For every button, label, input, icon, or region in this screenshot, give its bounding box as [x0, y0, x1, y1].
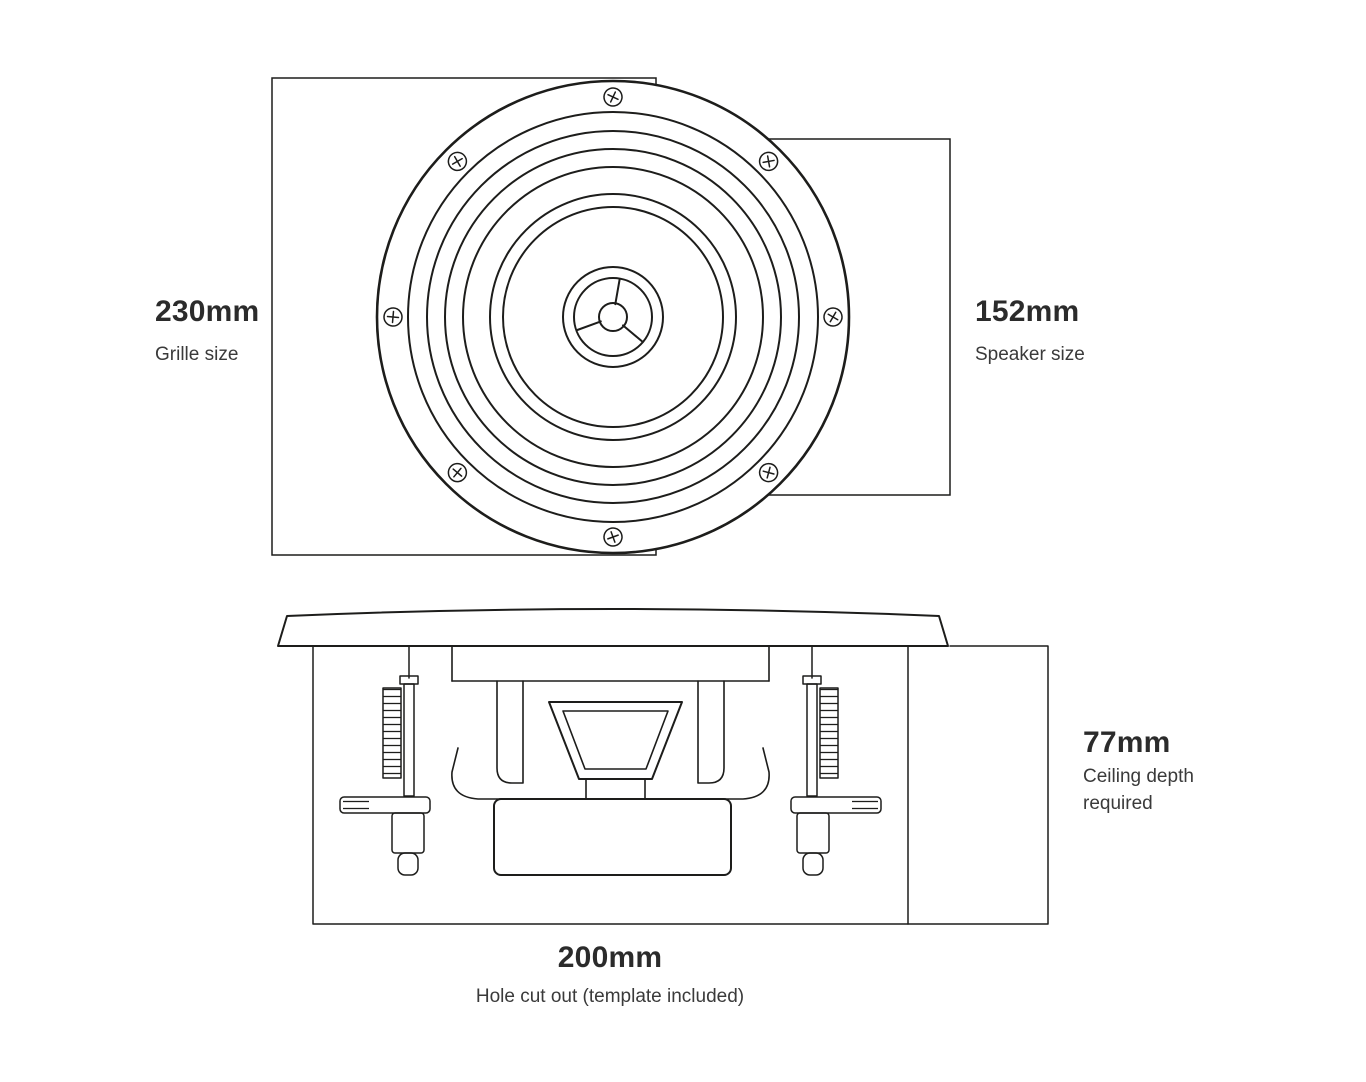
magnet-assembly	[493, 798, 732, 876]
screw	[383, 307, 403, 327]
screw	[447, 151, 468, 172]
tweeter-hub	[598, 302, 628, 332]
speaker-flange	[277, 608, 949, 647]
hole-cutout-box	[312, 645, 909, 925]
hole-cutout-value: 200mm	[557, 941, 663, 974]
screw	[758, 151, 779, 172]
ceiling-depth-value: 77mm	[1083, 726, 1171, 759]
grille-outer-edge	[375, 79, 851, 555]
screw	[603, 527, 623, 547]
speaker-top-view	[375, 79, 851, 555]
screw	[758, 462, 779, 483]
speaker-side-view	[277, 608, 1049, 925]
dust-cap-inner	[573, 277, 653, 357]
basket-frame	[451, 645, 770, 800]
screw	[823, 307, 843, 327]
speaker-cone	[548, 701, 683, 800]
screw	[447, 462, 468, 483]
speaker-size-value: 152mm	[975, 295, 1080, 328]
dust-cap-outer	[562, 266, 664, 368]
grille-size-caption: Grille size	[155, 344, 239, 365]
ceiling-depth-caption: Ceiling depth required	[1083, 766, 1194, 814]
tweeter-bridge	[576, 278, 644, 343]
speaker-size-caption: Speaker size	[975, 344, 1085, 365]
ceiling-depth-bracket	[907, 645, 1049, 925]
screw	[603, 87, 623, 107]
left-mounting-clamp	[339, 645, 431, 876]
right-mounting-clamp	[790, 645, 882, 876]
grille-screws	[383, 87, 843, 547]
cone-surround	[462, 166, 764, 468]
grille-size-value: 230mm	[155, 295, 260, 328]
hole-cutout-caption: Hole cut out (template included)	[475, 986, 745, 1007]
